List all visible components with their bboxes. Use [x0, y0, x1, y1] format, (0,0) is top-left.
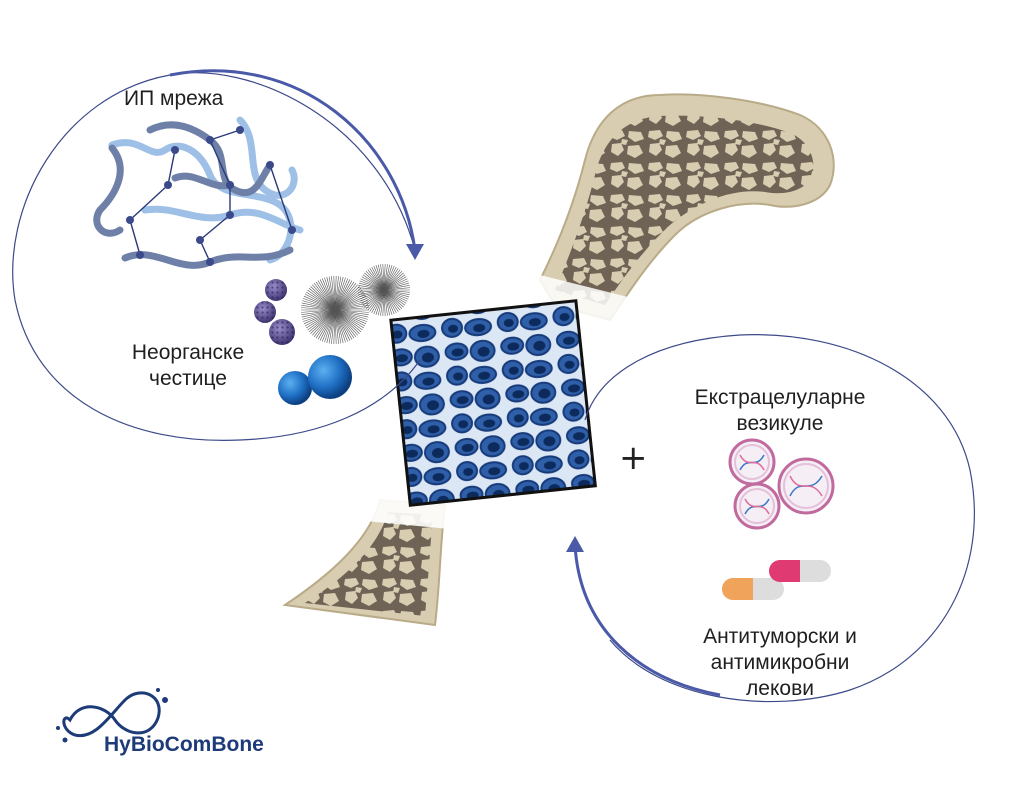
- drugs-label-line2: антимикробни: [710, 651, 850, 674]
- brand-name: HyBioComBone: [104, 733, 264, 756]
- inorganic-label-line2: честице: [149, 367, 227, 390]
- extracellular-vesicles: [728, 438, 835, 530]
- drugs-label: Антитуморски и антимикробни лекови: [680, 624, 880, 702]
- porous-scaffold: [389, 299, 597, 507]
- right-circle: [566, 334, 975, 703]
- dna-icon: [739, 454, 823, 515]
- inorganic-particles: [254, 264, 410, 405]
- vesicles-label-line1: Екстрацелуларне: [694, 386, 866, 409]
- inorganic-label-line1: Неорганске: [131, 341, 245, 364]
- infinity-logo-icon: [56, 688, 168, 743]
- arrow-head-right: [566, 536, 584, 552]
- arrow-left-circle: [169, 69, 417, 251]
- needle-particle: [301, 276, 369, 344]
- vesicles-label: Екстрацелуларне везикуле: [680, 385, 880, 437]
- capsule-icon: [722, 560, 831, 600]
- ip-network-label: ИП мрежа: [124, 87, 224, 110]
- plus-sign: +: [619, 438, 648, 478]
- needle-particle-small: [358, 264, 410, 316]
- drugs-label-line3: лекови: [746, 677, 814, 700]
- ip-network: [93, 116, 304, 269]
- inorganic-particles-label: Неорганске честице: [118, 340, 258, 392]
- arrow-head-left: [406, 244, 424, 260]
- drugs-label-line1: Антитуморски и: [703, 625, 857, 648]
- arrow-right-circle: [573, 544, 721, 697]
- left-circle: [12, 69, 424, 441]
- vesicles-label-line2: везикуле: [736, 412, 824, 435]
